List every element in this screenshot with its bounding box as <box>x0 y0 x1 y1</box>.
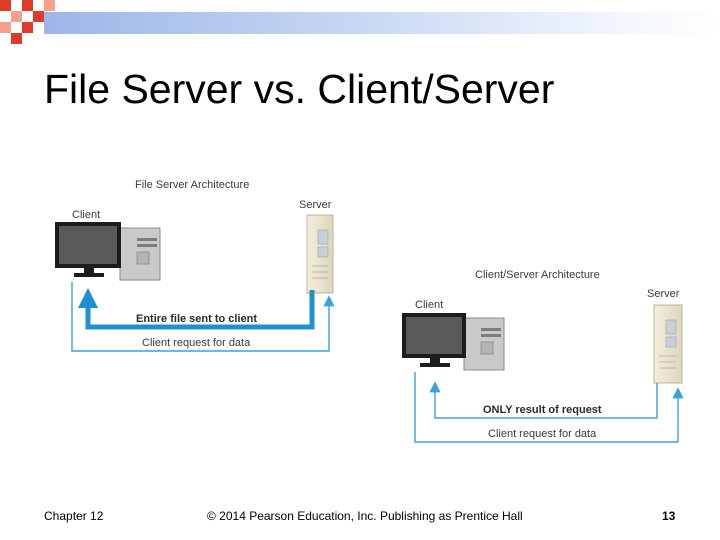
file-server-server-label: Server <box>299 199 332 211</box>
file-response-arrow <box>78 288 315 330</box>
page-title: File Server vs. Client/Server <box>44 66 555 112</box>
file-server-client-label: Client <box>72 209 100 221</box>
top-gradient-bar <box>44 12 720 34</box>
client-computer-icon <box>55 222 161 281</box>
result-request-label: Client request for data <box>488 428 597 440</box>
client-server-diagram: Client/Server Architecture Client Server <box>402 269 684 443</box>
server-tower-icon <box>653 304 683 384</box>
file-server-heading: File Server Architecture <box>135 179 249 191</box>
file-server-diagram: File Server Architecture Client Server <box>55 179 335 352</box>
server-tower-icon <box>306 214 334 294</box>
checker-decoration <box>0 0 55 44</box>
result-response-label: ONLY result of request <box>483 404 602 416</box>
client-server-heading: Client/Server Architecture <box>475 269 600 281</box>
result-response-arrow <box>429 381 658 419</box>
result-request-arrow <box>414 372 684 443</box>
client-server-client-label: Client <box>415 299 443 311</box>
footer-chapter: Chapter 12 <box>44 509 104 523</box>
file-request-arrow <box>71 282 335 352</box>
client-computer-icon <box>402 313 505 371</box>
footer-copyright: © 2014 Pearson Education, Inc. Publishin… <box>207 509 523 523</box>
file-request-label: Client request for data <box>142 337 251 349</box>
page-number: 13 <box>662 509 676 523</box>
file-response-label: Entire file sent to client <box>136 313 257 325</box>
client-server-server-label: Server <box>647 288 680 300</box>
